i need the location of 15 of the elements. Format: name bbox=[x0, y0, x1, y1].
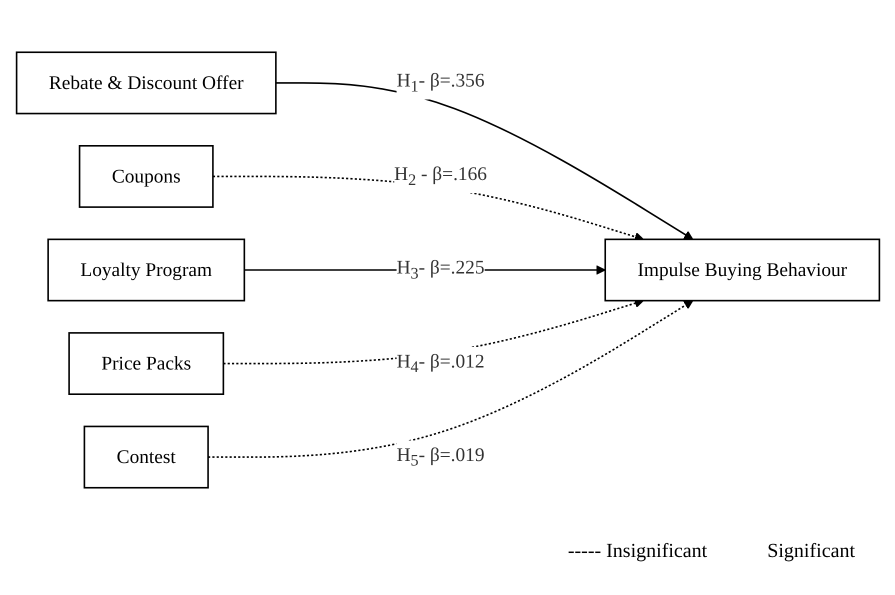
legend-entry: ----- Insignificant bbox=[568, 540, 708, 563]
node-box: Contest bbox=[83, 426, 208, 489]
node-box: Impulse Buying Behaviour bbox=[604, 238, 880, 302]
node-box: Price Packs bbox=[68, 332, 224, 395]
node-box: Rebate & Discount Offer bbox=[15, 51, 276, 114]
node-box: Coupons bbox=[78, 145, 214, 208]
arrow bbox=[208, 300, 693, 458]
edge-label: H$_{4}$- β=.012 bbox=[396, 350, 484, 376]
edge-label: H$_{5}$- β=.019 bbox=[396, 444, 484, 470]
legend-entry: Significant bbox=[767, 540, 855, 563]
edge-label: H$_{3}$- β=.225 bbox=[396, 256, 484, 283]
edge-label: H$_{2}$ - β=.166 bbox=[394, 162, 486, 190]
edge-label: H$_{1}$- β=.356 bbox=[396, 69, 484, 96]
node-box: Loyalty Program bbox=[46, 238, 245, 302]
arrow bbox=[275, 82, 693, 240]
